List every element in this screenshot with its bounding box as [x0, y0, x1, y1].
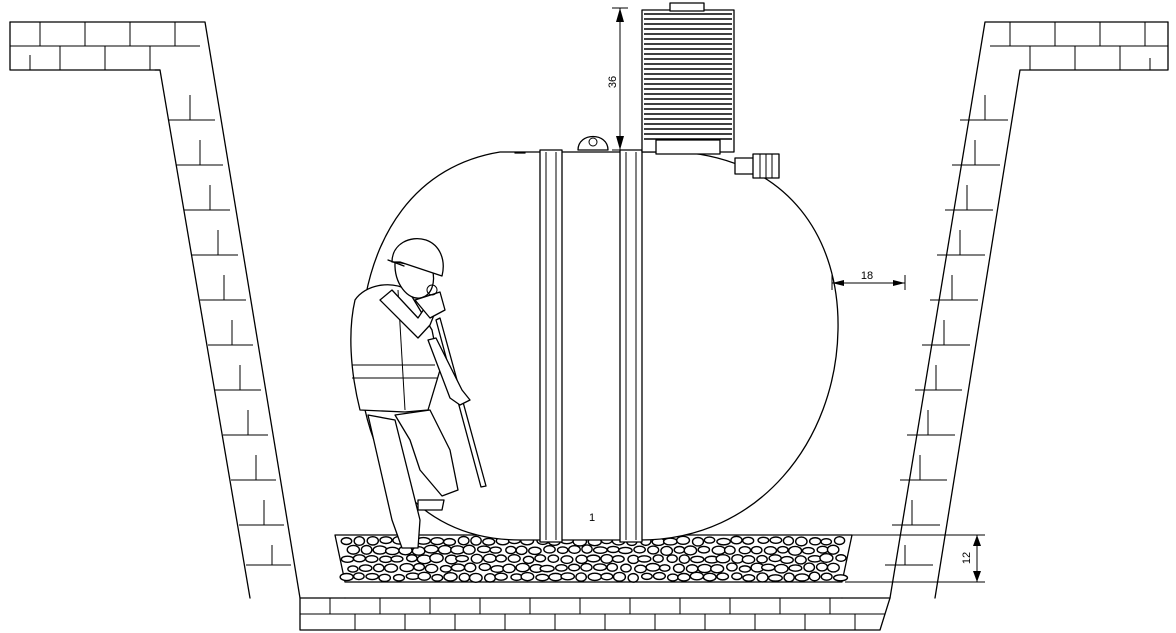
- side-clearance-label: 18: [861, 270, 873, 282]
- riser: [641, 2, 735, 155]
- dimension-side-clearance: 18: [831, 270, 906, 290]
- bedding-depth-label: 12: [961, 552, 973, 564]
- dimension-bedding-depth: 12: [845, 534, 985, 583]
- gravel-bedding: [334, 534, 853, 584]
- dimension-riser-height: 36: [607, 7, 628, 151]
- tank-callout-label: 1: [589, 512, 595, 524]
- excavation-walls: [9, 21, 1169, 631]
- tank: [359, 136, 839, 543]
- worker-figure: [350, 238, 487, 549]
- riser-height-label: 36: [607, 76, 619, 88]
